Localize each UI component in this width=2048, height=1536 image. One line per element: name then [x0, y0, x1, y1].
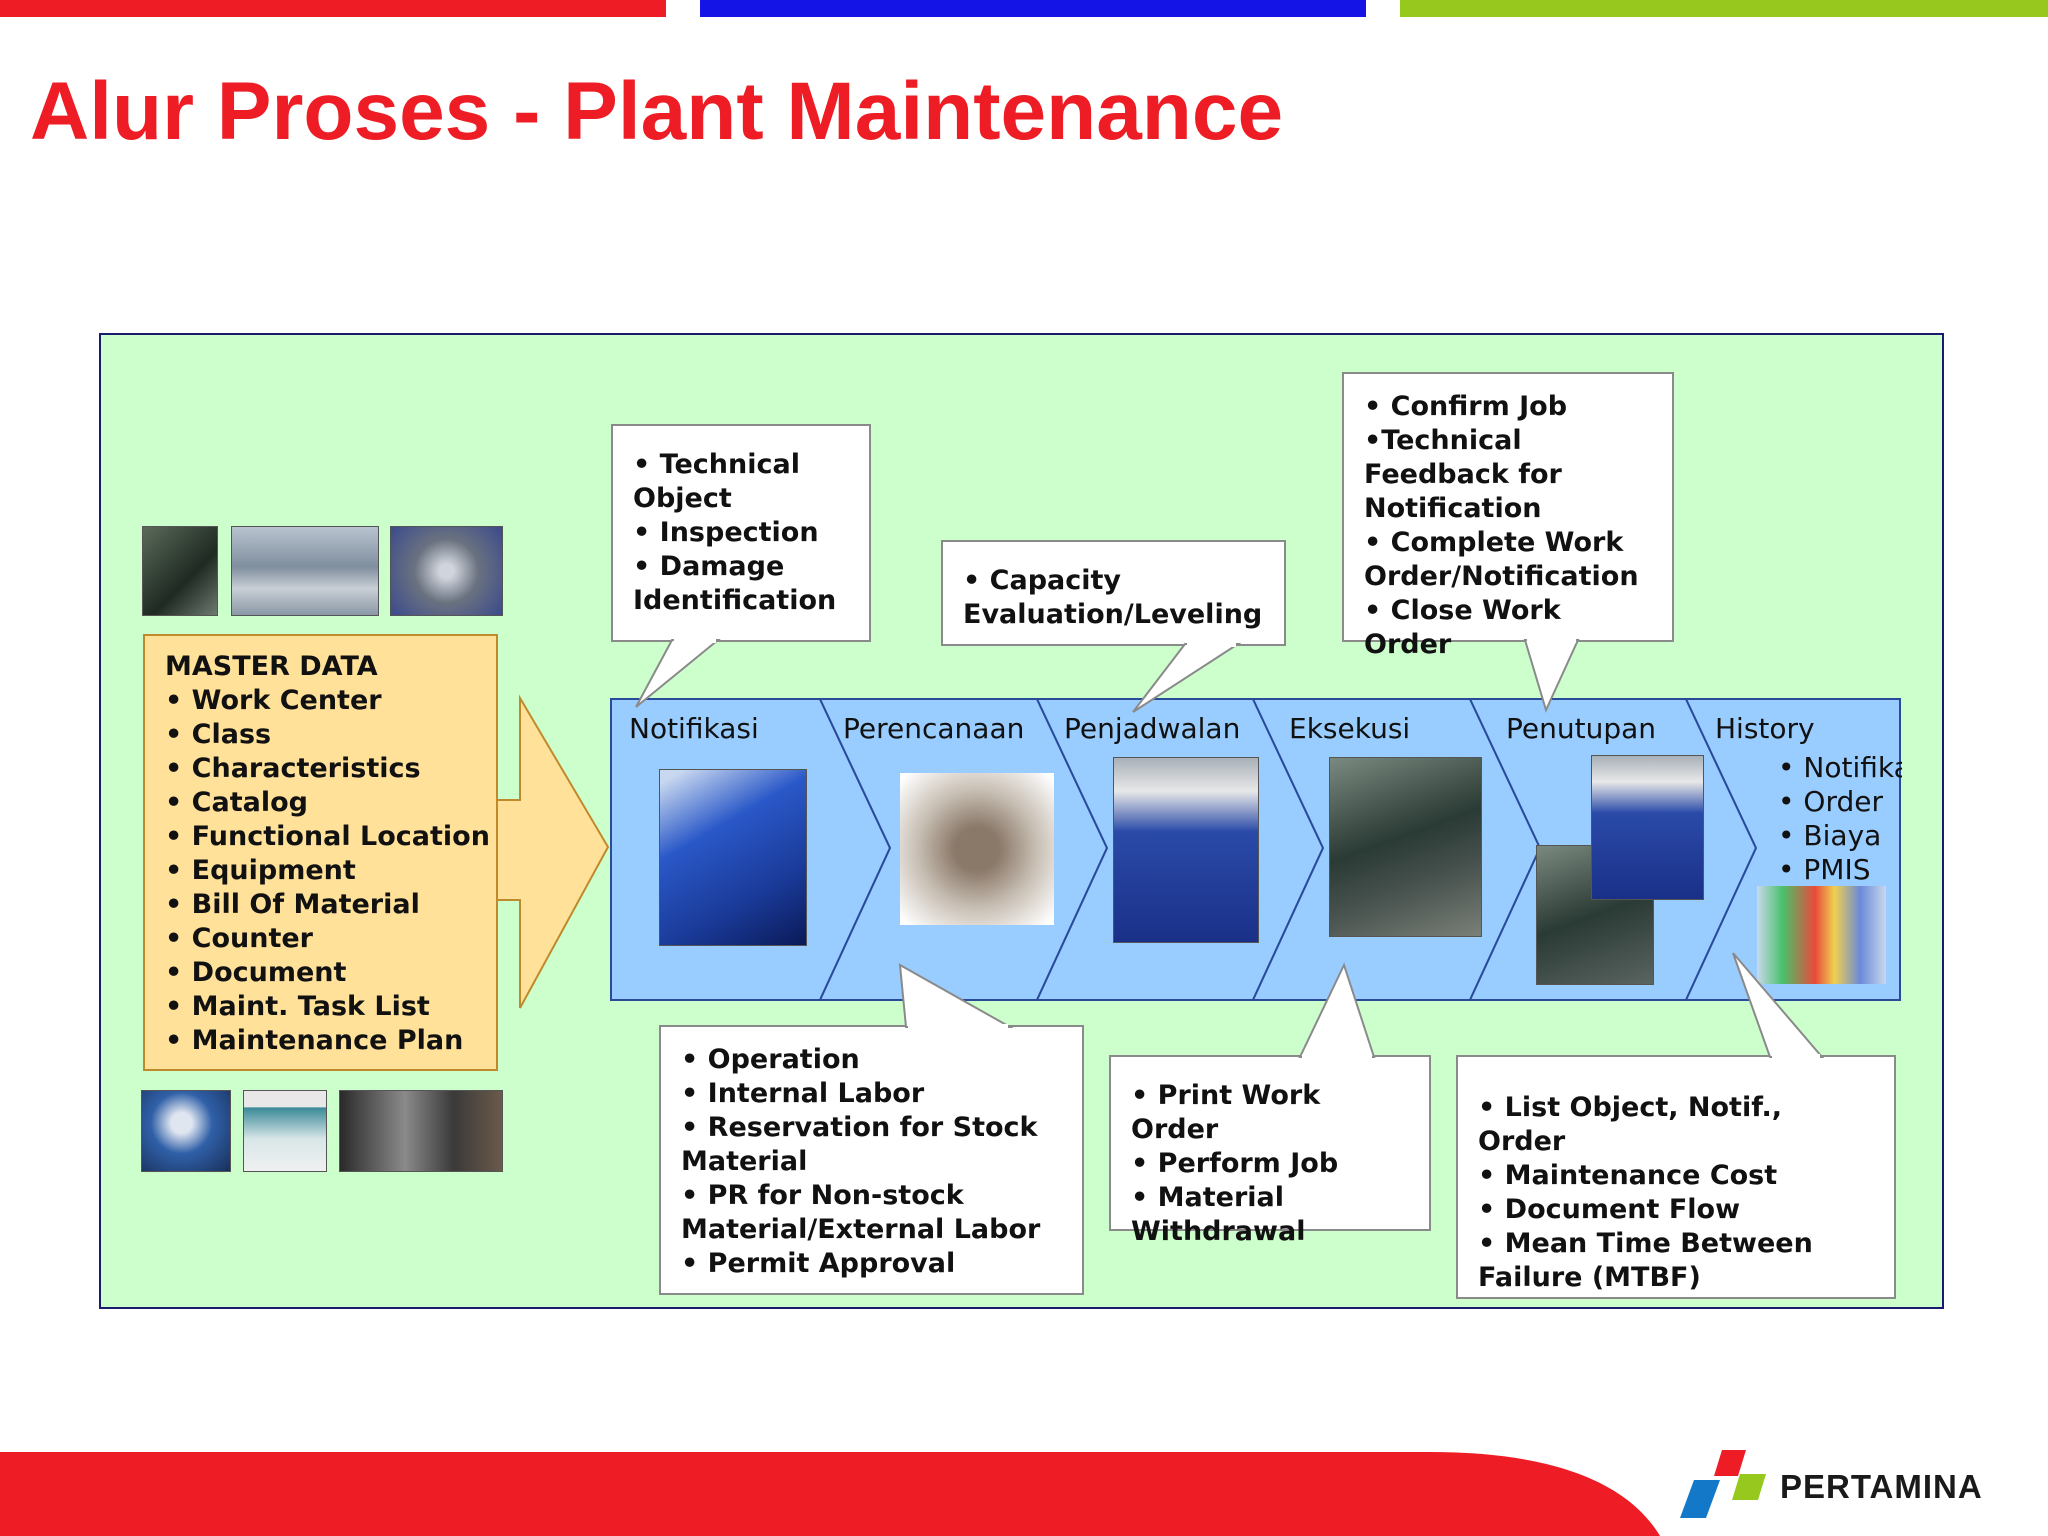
pertamina-logo: PERTAMINA — [1676, 1446, 2036, 1522]
master-item: • Class — [165, 719, 272, 750]
callout-penjadwalan: • Capacity Evaluation/Leveling — [941, 540, 1286, 646]
callout-eksekusi: • Print Work Order • Perform Job • Mater… — [1109, 1055, 1431, 1247]
penutupan-engineer-photo — [1591, 755, 1704, 900]
footer-swoosh — [0, 1452, 1660, 1536]
pertamina-logo-icon — [1680, 1450, 1766, 1518]
callout-penutupan: • Confirm Job •Technical Feedback for No… — [1342, 372, 1674, 660]
master-item: • Document — [165, 957, 347, 988]
callout-line: • Document Flow — [1478, 1194, 1741, 1225]
perencanaan-photo — [900, 773, 1054, 925]
pointer-perencanaan — [898, 963, 1014, 1028]
pointer-eksekusi — [1298, 962, 1376, 1058]
callout-line: • List Object, Notif., Order — [1478, 1092, 1783, 1157]
history-list-item: • PMIS — [1778, 853, 1871, 886]
software-screen-photo — [243, 1090, 327, 1172]
callout-line: Identification — [633, 585, 837, 616]
master-item: • Maintenance Plan — [165, 1025, 464, 1056]
master-item: • Functional Location — [165, 821, 490, 852]
callout-line: • Print Work Order — [1131, 1080, 1321, 1145]
master-item: • Maint. Task List — [165, 991, 430, 1022]
worker-photo — [142, 526, 218, 616]
callout-line: • Internal Labor — [681, 1078, 925, 1109]
callout-line: • Perform Job — [1131, 1148, 1339, 1179]
top-bar-blue — [700, 0, 1366, 17]
callout-line: • Close Work Order — [1364, 595, 1561, 660]
master-item: • Counter — [165, 923, 313, 954]
callout-line: • Damage — [633, 551, 785, 582]
callout-line: •Technical — [1364, 425, 1522, 456]
pointer-penjadwalan — [1132, 643, 1242, 713]
notifikasi-photo — [659, 769, 807, 946]
callout-line: Order/Notification — [1364, 561, 1639, 592]
history-list-item: • Notifikasi — [1778, 751, 1902, 784]
master-item: • Equipment — [165, 855, 356, 886]
gauge-photo — [141, 1090, 231, 1172]
callout-line: Notification — [1364, 493, 1542, 524]
callout-line: • Material — [1131, 1182, 1285, 1213]
pointer-history — [1732, 952, 1825, 1058]
penjadwalan-photo — [1113, 757, 1259, 943]
stage-label-penjadwalan: Penjadwalan — [1064, 712, 1241, 745]
master-item: • Catalog — [165, 787, 308, 818]
callout-line: • Complete Work — [1364, 527, 1624, 558]
callout-line: • Reservation for Stock — [681, 1112, 1038, 1143]
history-list-item: • Biaya — [1778, 819, 1882, 852]
plant-photo — [231, 526, 379, 616]
eksekusi-photo — [1329, 757, 1482, 937]
stage-label-perencanaan: Perencanaan — [843, 712, 1025, 745]
callout-line: Material/External Labor — [681, 1214, 1041, 1245]
history-list: • Notifikasi • Order • Biaya • PMIS — [1778, 751, 1902, 887]
pertamina-logo-text: PERTAMINA — [1780, 1468, 1983, 1505]
stage-label-penutupan: Penutupan — [1506, 712, 1657, 745]
callout-line: Material — [681, 1146, 808, 1177]
callout-history: • List Object, Notif., Order • Maintenan… — [1456, 1055, 1896, 1299]
master-item: • Characteristics — [165, 753, 421, 784]
callout-line: • Mean Time Between — [1478, 1228, 1813, 1259]
callout-line: • Technical — [633, 449, 800, 480]
callout-line: • Capacity — [963, 565, 1122, 596]
callout-line: Object — [633, 483, 732, 514]
top-bar-red — [0, 0, 666, 17]
top-bar-green — [1400, 0, 2048, 17]
stage-label-history: History — [1715, 712, 1815, 745]
callout-line: Evaluation/Leveling — [963, 599, 1263, 630]
callout-line: • PR for Non-stock — [681, 1180, 964, 1211]
stage-label-notifikasi: Notifikasi — [629, 712, 759, 745]
stage-label-eksekusi: Eksekusi — [1289, 712, 1411, 745]
callout-line: • Permit Approval — [681, 1248, 956, 1279]
callout-line: Withdrawal — [1131, 1216, 1306, 1247]
callout-line: • Confirm Job — [1364, 391, 1568, 422]
history-charts-photo — [1757, 886, 1886, 984]
master-item: • Work Center — [165, 685, 382, 716]
tools-photo — [339, 1090, 503, 1172]
master-data-heading: MASTER DATA — [165, 651, 378, 682]
page-title: Alur Proses - Plant Maintenance — [30, 66, 1284, 157]
callout-line: • Maintenance Cost — [1478, 1160, 1778, 1191]
pointer-penutupan — [1523, 639, 1580, 713]
history-list-item: • Order — [1778, 785, 1883, 818]
master-data-box: MASTER DATA • Work Center • Class • Char… — [143, 634, 498, 1071]
pointer-notifikasi — [635, 639, 721, 708]
callout-line: Feedback for — [1364, 459, 1562, 490]
callout-perencanaan: • Operation • Internal Labor • Reservati… — [659, 1025, 1084, 1295]
machine-part-photo — [390, 526, 503, 616]
callout-line: • Inspection — [633, 517, 819, 548]
master-item: • Bill Of Material — [165, 889, 420, 920]
callout-line: • Operation — [681, 1044, 860, 1075]
callout-notifikasi: • Technical Object • Inspection • Damage… — [611, 424, 871, 642]
callout-line: Failure (MTBF) — [1478, 1262, 1701, 1293]
